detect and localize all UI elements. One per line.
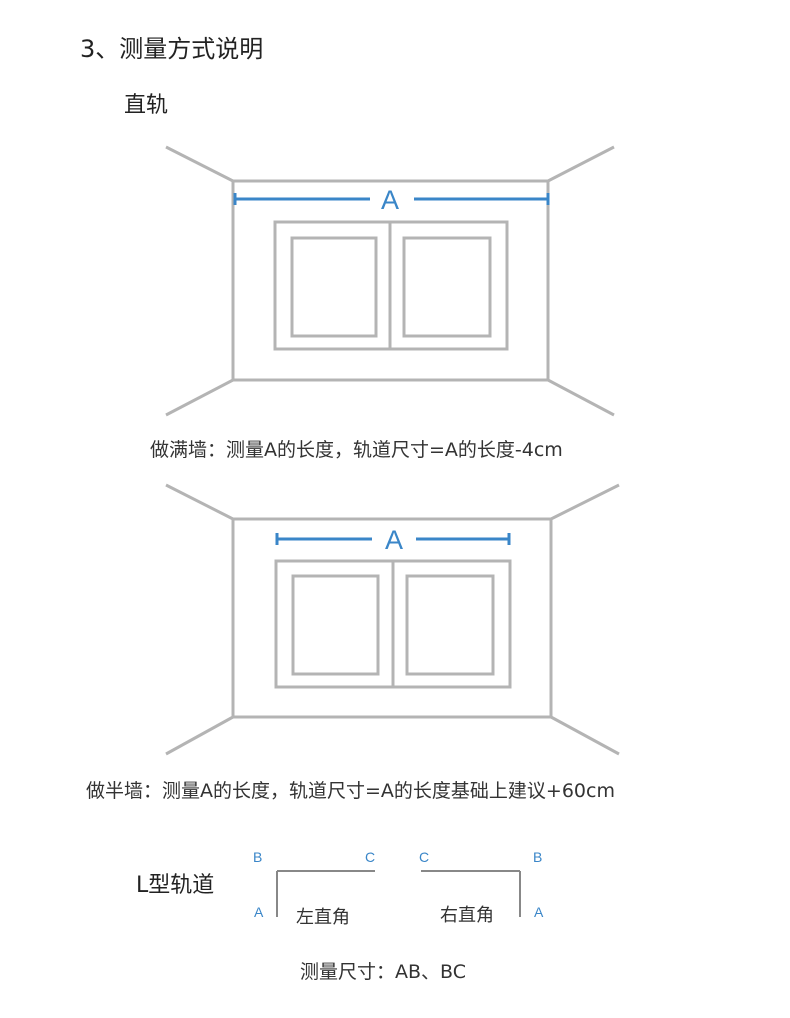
ceiling-edge-left (165, 483, 234, 521)
l-track-left-corner (276, 870, 375, 917)
point-c-right: C (419, 849, 429, 865)
ceiling-edge-left (165, 145, 234, 183)
window-pane-right (402, 236, 492, 338)
dimension-line-a2 (275, 533, 511, 545)
diagram-half-wall (165, 483, 620, 756)
l-track-label: L型轨道 (136, 873, 215, 898)
dimension-label-a2: A (385, 525, 403, 555)
full-wall-caption: 做满墙：测量A的长度，轨道尺寸=A的长度-4cm (150, 439, 563, 461)
straight-track-subheading: 直轨 (124, 93, 169, 118)
wall-frame (231, 517, 553, 719)
point-b-left: B (253, 849, 262, 865)
diagram-full-wall (165, 145, 615, 417)
wall-frame (231, 179, 550, 382)
dimension-label-a1: A (381, 185, 399, 215)
l-track-right-corner (421, 870, 521, 917)
floor-edge-left (165, 715, 234, 756)
point-c-left: C (365, 849, 375, 865)
ceiling-edge-right (550, 483, 620, 521)
left-corner-label: 左直角 (296, 907, 350, 928)
point-a-left: A (254, 904, 264, 920)
floor-edge-right (547, 378, 615, 417)
floor-edge-right (550, 715, 620, 756)
section-heading: 3、测量方式说明 (80, 35, 264, 63)
window-pane-left (290, 236, 378, 338)
right-corner-label: 右直角 (440, 905, 494, 926)
dimension-line-a1 (233, 193, 550, 205)
ceiling-edge-right (547, 145, 615, 183)
floor-edge-left (165, 378, 234, 417)
half-wall-caption: 做半墙：测量A的长度，轨道尺寸=A的长度基础上建议+60cm (86, 780, 615, 802)
point-b-right: B (533, 849, 542, 865)
window-pane-right (405, 574, 495, 676)
point-a-right: A (534, 904, 544, 920)
measurement-note: 测量尺寸：AB、BC (300, 961, 466, 983)
window-pane-left (291, 574, 380, 676)
